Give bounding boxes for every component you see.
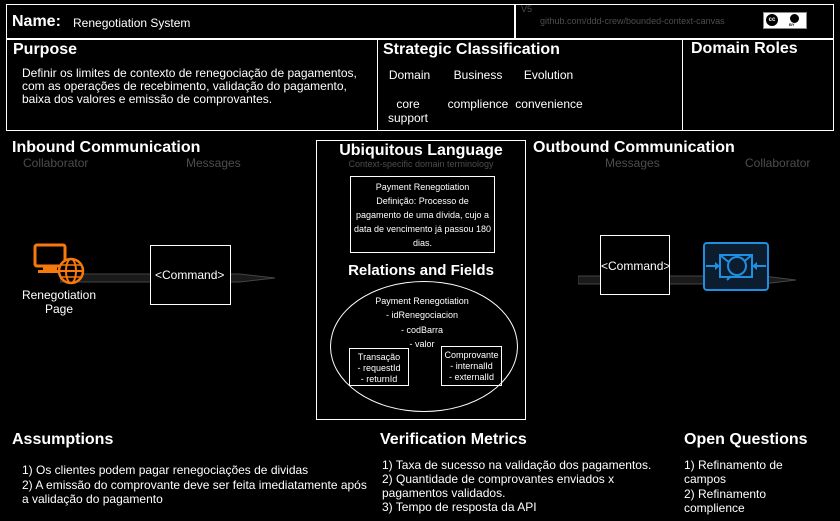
comprovante-field-external: - externalId — [448, 372, 495, 382]
outbound-command-message: <Command> — [600, 235, 670, 295]
renegotiation-page-collaborator: Renegotiation Page — [21, 288, 97, 316]
entity-field-codbarra: - codBarra — [400, 325, 444, 335]
outbound-title: Outbound Communication — [533, 139, 735, 156]
entity-field-id: - idRenegociacion — [385, 310, 459, 320]
relations-ellipse — [330, 281, 518, 412]
source-panel: V5 github.com/ddd-crew/bounded-context-c… — [515, 4, 834, 40]
context-name: Renegotiation System — [73, 16, 191, 30]
ubiquitous-language-panel: Ubiquitous Language Context-specific dom… — [316, 140, 526, 420]
inbound-title: Inbound Communication — [12, 139, 201, 156]
comprovante-field-internal: - internalId — [450, 361, 493, 371]
open-questions-title: Open Questions — [684, 431, 808, 448]
open-question-item-2: 2) Refinamento complience — [684, 487, 767, 515]
verification-item-1: 1) Taxa de sucesso na validação dos paga… — [382, 458, 652, 472]
cc-by-license-badge: cc BY — [763, 12, 807, 29]
name-panel: Name: Renegotiation System — [6, 4, 515, 40]
attribution-icon — [790, 14, 799, 23]
verification-item-3: 3) Tempo de resposta da API — [382, 500, 537, 514]
name-label: Name: — [12, 13, 61, 30]
business-header: Business — [453, 68, 503, 82]
source-link[interactable]: github.com/ddd-crew/bounded-context-canv… — [540, 16, 725, 26]
web-page-icon — [33, 243, 85, 285]
assumption-item-1: 1) Os clientes podem pagar renegociações… — [22, 463, 309, 477]
verification-title: Verification Metrics — [380, 431, 527, 448]
strategic-classification-panel: Strategic Classification Domain Business… — [377, 38, 683, 131]
term-definition-card: Payment Renegotiation Definição: Process… — [350, 176, 495, 253]
domain-roles-title: Domain Roles — [691, 40, 798, 57]
purpose-text: Definir os limites de contexto de renego… — [22, 66, 357, 106]
transacao-field-return: - returnId — [360, 374, 398, 384]
purpose-panel: Purpose Definir os limites de contexto d… — [6, 38, 378, 131]
evolution-value: convenience — [515, 97, 583, 111]
ubiquitous-subtitle: Context-specific domain terminology — [348, 159, 494, 169]
version-label: V5 — [521, 4, 533, 14]
strategic-title: Strategic Classification — [383, 41, 560, 58]
assumptions-title: Assumptions — [12, 431, 114, 448]
open-question-item-1: 1) Refinamento de campos — [684, 458, 783, 486]
domain-roles-panel: Domain Roles — [682, 38, 834, 131]
by-label: BY — [789, 22, 795, 27]
outbound-messages-label: Messages — [605, 156, 660, 170]
inbound-command-message: <Command> — [150, 245, 231, 305]
transacao-entity: Transação - requestId - returnId — [349, 348, 409, 386]
ubiquitous-title: Ubiquitous Language — [339, 142, 503, 159]
verification-item-2: 2) Quantidade de comprovantes enviados x… — [382, 472, 615, 500]
term-definition: Definição: Processo de pagamento de uma … — [353, 196, 492, 248]
domain-value: core support — [387, 97, 429, 125]
term-title: Payment Renegotiation — [375, 182, 470, 192]
comprovante-name: Comprovante — [444, 350, 499, 360]
inbound-collaborator-label: Collaborator — [23, 156, 89, 170]
transacao-name: Transação — [357, 352, 401, 362]
comprovante-entity: Comprovante - internalId - externalId — [441, 346, 502, 386]
evolution-header: Evolution — [523, 68, 574, 82]
message-queue-icon — [703, 242, 769, 291]
domain-header: Domain — [388, 68, 431, 82]
business-value: complience — [447, 97, 509, 111]
assumption-item-2: 2) A emissão do comprovante deve ser fei… — [22, 478, 367, 506]
outbound-command-label: <Command> — [601, 259, 671, 273]
outbound-collaborator-label: Collaborator — [745, 156, 811, 170]
relations-title: Relations and Fields — [348, 262, 494, 279]
inbound-command-label: <Command> — [155, 268, 225, 282]
purpose-title: Purpose — [13, 41, 78, 58]
entity-field-valor: - valor — [409, 339, 435, 349]
inbound-messages-label: Messages — [186, 156, 241, 170]
entity-payment-renegotiation: Payment Renegotiation — [375, 296, 469, 306]
transacao-field-request: - requestId — [357, 363, 401, 373]
cc-icon: cc — [766, 14, 778, 26]
